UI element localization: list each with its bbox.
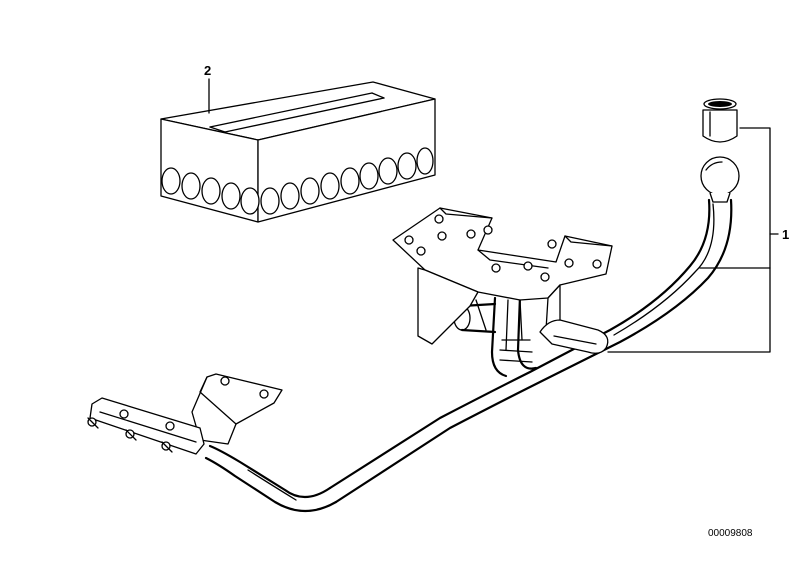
left-mount-plate <box>87 373 283 455</box>
hitch-tube <box>204 198 733 512</box>
ball-cap <box>702 98 738 143</box>
plug-holes-side <box>260 147 434 215</box>
plug-box-illustration <box>160 78 436 223</box>
center-mount-bracket <box>392 207 613 345</box>
tow-ball <box>700 156 740 203</box>
receiver-bracket <box>539 319 609 354</box>
callout-bracket-1 <box>607 127 779 353</box>
plug-holes-front <box>161 167 260 215</box>
tow-hitch-illustration <box>87 98 779 512</box>
callout-2: 2 <box>204 63 211 78</box>
callout-1: 1 <box>782 227 789 242</box>
part-code: 00009808 <box>708 528 753 539</box>
center-support-tube <box>453 294 538 378</box>
